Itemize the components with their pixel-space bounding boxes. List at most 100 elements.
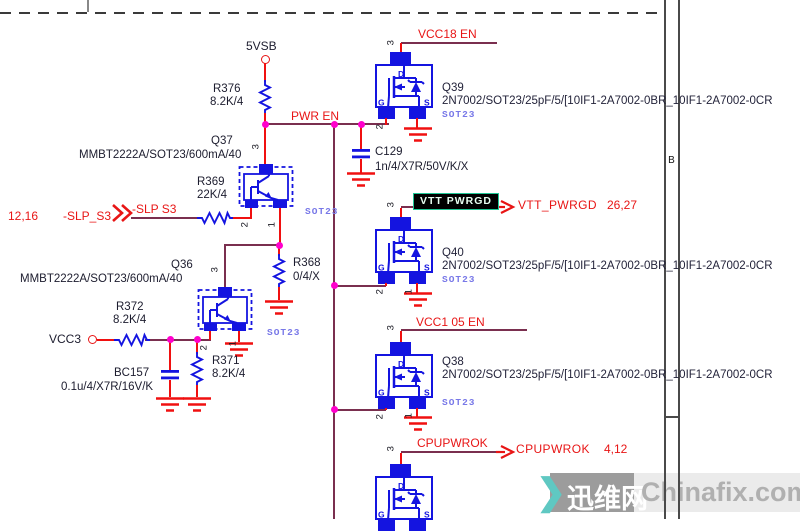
q37-pin2: 2 [239, 222, 251, 228]
c129-value: 1n/4/X7R/50V/K/X [375, 161, 469, 173]
sheet-top-dashed-border [0, 12, 664, 14]
net-label-slp-s3: -SLP S3 [132, 202, 177, 216]
wire-vcc1-05-en [401, 329, 527, 331]
mosfet-symbol-q39 [374, 50, 434, 121]
q38-part: 2N7002/SOT23/25pF/5/[10IF1-2A7002-0BR_10… [442, 369, 773, 381]
q39-ref: Q39 [442, 82, 464, 94]
npn-symbol-q37 [238, 163, 294, 209]
offpage-cpupwrok-pages: 4,12 [604, 442, 628, 456]
wire-q36-base-stub [209, 331, 211, 340]
net-label-cpupwrok: CPUPWROK [417, 436, 488, 450]
wire-q36-collector [224, 246, 226, 288]
wire-q37-emitter [279, 208, 281, 244]
wire-q38-gate-stub [385, 408, 387, 410]
q37-pin3: 3 [250, 144, 262, 150]
ground-icon [345, 172, 377, 187]
wire-q40-gate [334, 285, 386, 287]
q37-package: SOT23 [305, 206, 339, 217]
resistor-symbol-r368 [273, 253, 285, 289]
wire-q40-gate-stub [385, 283, 387, 286]
wire-q39-source [416, 118, 418, 128]
wire-c129-top [360, 125, 362, 149]
q36-ref: Q36 [171, 259, 193, 271]
ground-icon [263, 300, 295, 315]
mosfet-symbol-q40 [374, 215, 434, 286]
q39-part: 2N7002/SOT23/25pF/5/[10IF1-2A7002-0BR_10… [442, 95, 773, 107]
q38-ref: Q38 [442, 356, 464, 368]
q36-part: MMBT2222A/SOT23/600mA/40 [20, 273, 183, 285]
wire-r368-top [278, 246, 280, 256]
q40-pin2: 2 [374, 289, 386, 295]
qbot-pin3: 3 [385, 446, 397, 452]
wire-q40-source [416, 283, 418, 293]
port-slp-s3-pages: 12,16 [8, 209, 39, 223]
r372-value: 8.2K/4 [113, 314, 147, 326]
q38-package: SOT23 [442, 397, 476, 408]
resistor-symbol-r371 [191, 351, 203, 387]
wire-q40-drain [400, 208, 402, 218]
q39-pin3: 3 [385, 40, 397, 46]
wire-q36-base [145, 339, 211, 341]
wire-q36-emitter [238, 331, 240, 342]
wire-bc157-bottom [169, 380, 171, 397]
junction-dot [331, 406, 338, 413]
sheet-right-border-inner [664, 0, 666, 519]
wire-q37-collector [264, 125, 266, 165]
c129-ref: C129 [375, 146, 403, 158]
sheet-border-tick [87, 0, 89, 12]
watermark-chevron-icon: ❯ [536, 471, 567, 512]
net-arrow-icon [494, 444, 515, 460]
junction-dot [331, 282, 338, 289]
wire-vcc3-r372 [97, 339, 116, 341]
r376-value: 8.2K/4 [210, 96, 244, 108]
junction-dot [167, 336, 174, 343]
wire-q37-base [250, 208, 252, 218]
rail-vcc3-label: VCC3 [49, 332, 82, 346]
wire-5vsb-r376 [264, 63, 266, 82]
q37-pin1: 1 [266, 222, 278, 228]
junction-dot [358, 121, 365, 128]
junction-dot [194, 336, 201, 343]
q39-pin2: 2 [374, 124, 386, 130]
r369-ref: R369 [197, 176, 225, 188]
wire-q37e-q36c-h [224, 244, 281, 246]
offpage-vtt-pwrgd: VTT_PWRGD [518, 198, 597, 212]
q38-pin3: 3 [385, 325, 397, 331]
r372-ref: R372 [116, 301, 144, 313]
sheet-right-border-outer [678, 0, 680, 519]
wire-q38-drain [400, 331, 402, 342]
r369-value: 22K/4 [197, 189, 228, 201]
wire-r371-bottom [196, 385, 198, 397]
offpage-vtt-pwrgd-pages: 26,27 [607, 198, 638, 212]
r371-ref: R371 [212, 355, 240, 367]
q38-pin2: 2 [374, 414, 386, 420]
q36-package: SOT23 [267, 327, 301, 338]
watermark-site-cn: 迅维网 [567, 484, 648, 514]
mosfet-symbol-q38 [374, 340, 434, 411]
power-terminal-icon [88, 335, 97, 344]
resistor-symbol-r376 [259, 79, 271, 115]
junction-dot [331, 121, 338, 128]
bc157-ref: BC157 [114, 367, 150, 379]
junction-dot [262, 121, 269, 128]
watermark-site-en: Chinafix.com [641, 477, 800, 507]
wire-vcc18-en [401, 42, 497, 44]
ground-icon [402, 127, 434, 142]
r368-value: 0/4/X [293, 271, 320, 283]
wire-q39-gate [385, 118, 387, 125]
net-label-vcc1-05-en: VCC1 05 EN [416, 315, 485, 329]
wire-q38-gate [334, 409, 386, 411]
net-label-pwr-en: PWR EN [291, 109, 339, 123]
q39-package: SOT23 [442, 109, 476, 120]
wire-pwr-en-bus [333, 124, 335, 519]
r368-ref: R368 [293, 257, 321, 269]
zone-label: B [668, 155, 675, 166]
q36-pin1: 1 [227, 341, 239, 347]
q40-pin3: 3 [385, 202, 397, 208]
net-label-vcc18-en: VCC18 EN [418, 27, 477, 41]
wire-r371-top [196, 341, 198, 354]
wire-r369-q37 [233, 217, 252, 219]
zone-divider-tick [664, 416, 679, 418]
watermark-dark-box [550, 473, 634, 512]
